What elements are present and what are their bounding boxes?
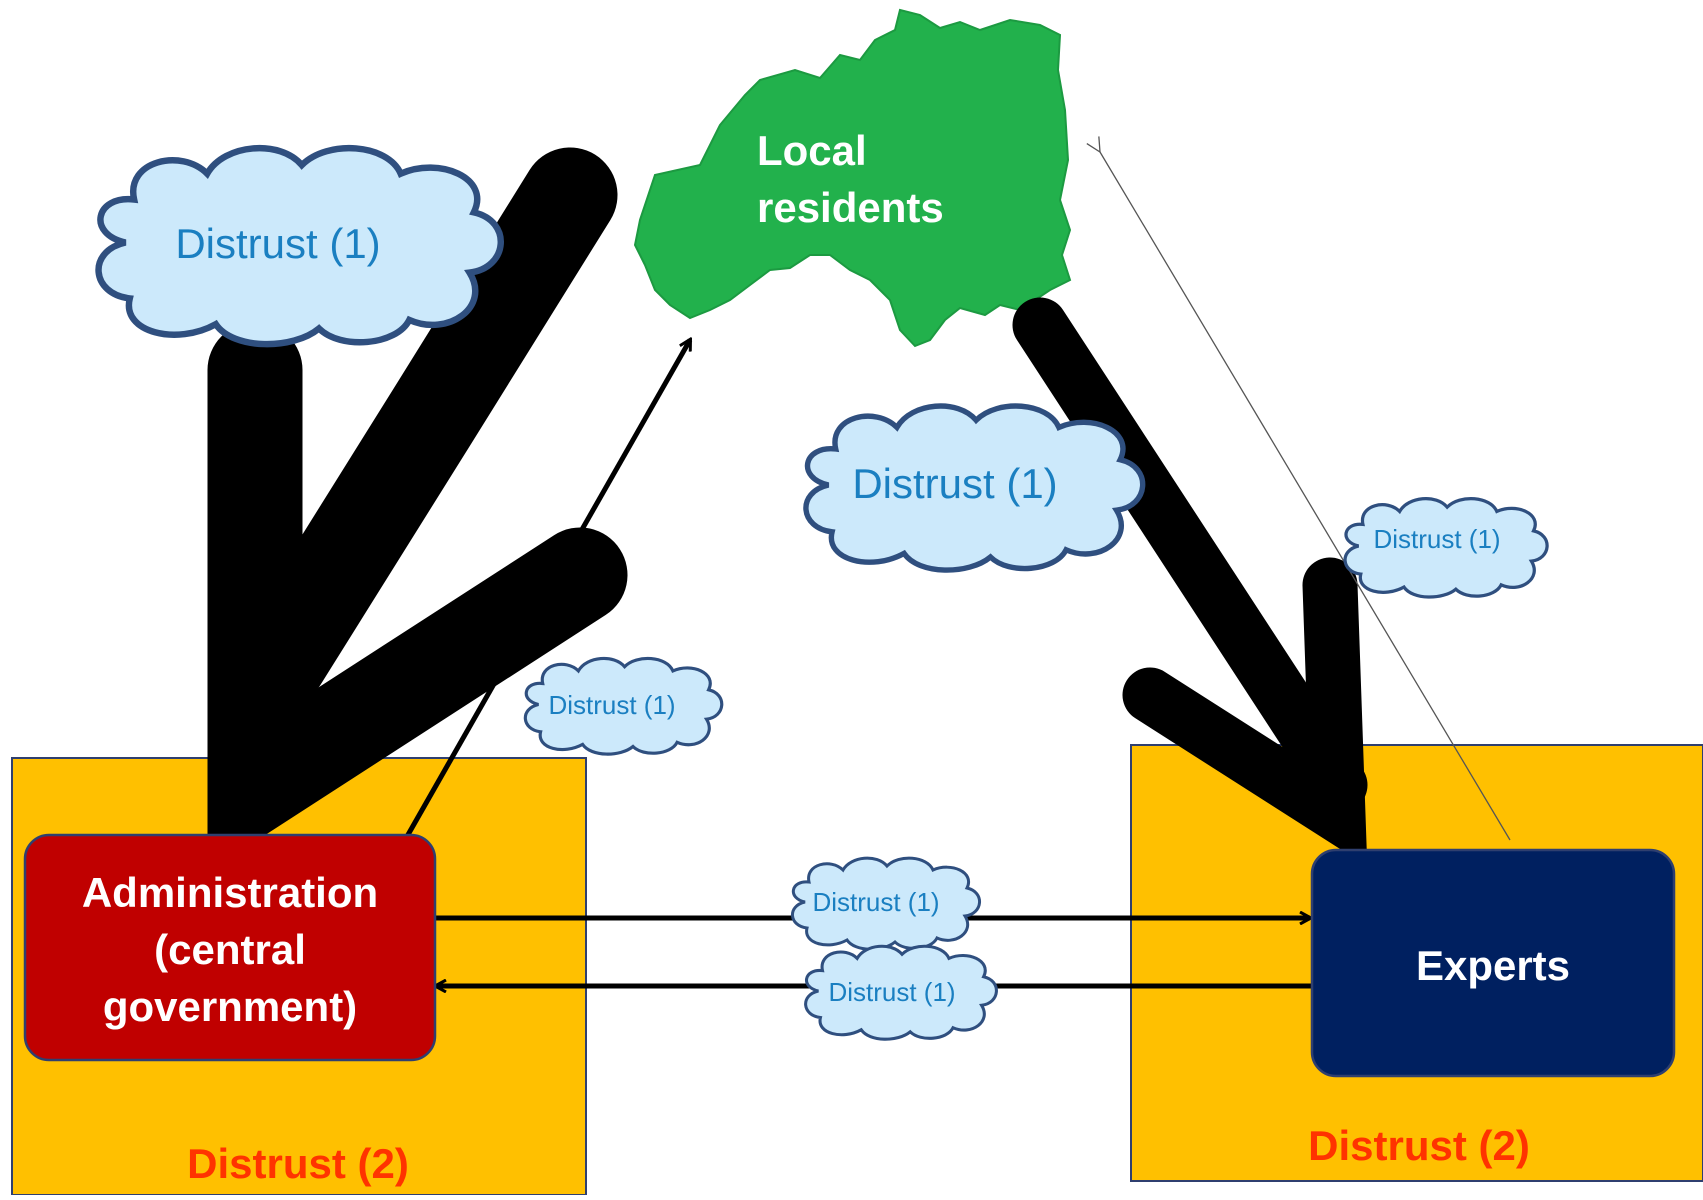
admin-arrowhead xyxy=(207,322,628,873)
prefecture-map-shape xyxy=(633,8,1072,348)
residents-to-admin-arrow xyxy=(232,147,618,708)
admin-region-label: Distrust (2) xyxy=(187,1140,409,1187)
administration-node xyxy=(23,833,437,1062)
experts-label: Experts xyxy=(1416,942,1570,989)
admin-label-line1: Administration xyxy=(82,869,378,916)
cloud-admin-small-text: Distrust (1) xyxy=(548,690,675,720)
cloud-right-text: Distrust (1) xyxy=(1373,524,1500,554)
experts-node xyxy=(1310,848,1676,1078)
cloud-top-left-text: Distrust (1) xyxy=(175,220,380,267)
cloud-center-text: Distrust (1) xyxy=(852,460,1057,507)
residents-label-line2: residents xyxy=(757,184,944,231)
experts-region-label: Distrust (2) xyxy=(1308,1122,1530,1169)
cloud-middle-upper-text: Distrust (1) xyxy=(812,887,939,917)
admin-label-line3: government) xyxy=(103,983,357,1030)
admin-label-line2: (central xyxy=(154,926,306,973)
residents-label-line1: Local xyxy=(757,127,867,174)
residents-to-experts-arrow xyxy=(1012,297,1368,813)
experts-to-residents-arrow xyxy=(1086,136,1511,841)
experts-arrowhead xyxy=(1122,557,1368,867)
admin-to-residents-arrow xyxy=(402,340,693,842)
cloud-middle-lower-text: Distrust (1) xyxy=(828,977,955,1007)
